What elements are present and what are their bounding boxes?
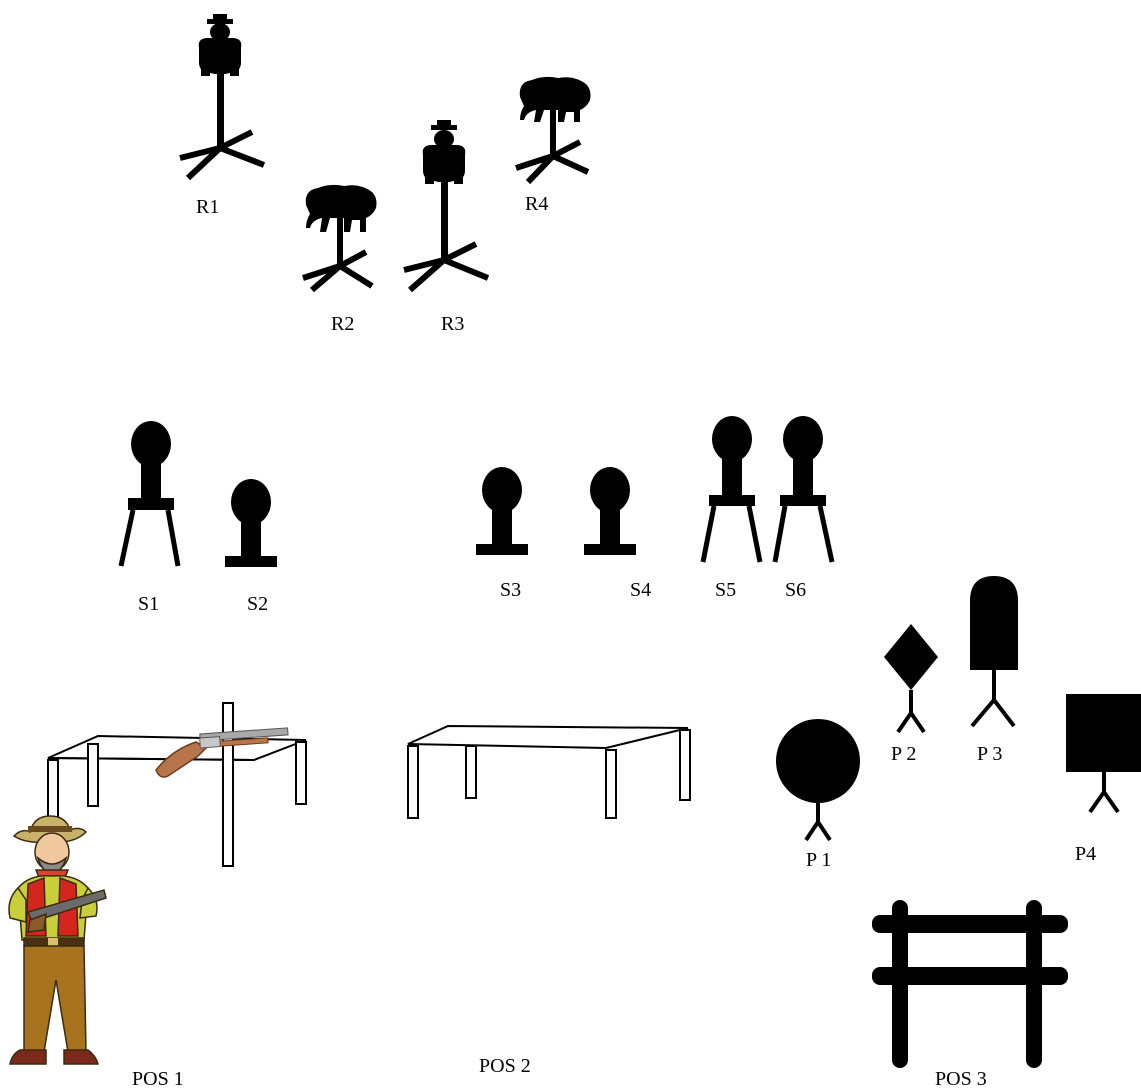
position-1-table [48, 703, 306, 866]
shotgun-target-s5 [703, 416, 760, 562]
shotgun-target-s1 [121, 421, 178, 566]
rifle-target-r3 [404, 120, 488, 290]
label-r2: R2 [331, 313, 354, 335]
pistol-target-p2 [884, 624, 938, 732]
rifle-target-r2 [303, 185, 377, 290]
label-r3: R3 [441, 313, 464, 335]
position-3-fence [872, 900, 1068, 1068]
label-p4: P4 [1075, 843, 1096, 865]
position-2-table [408, 726, 690, 818]
label-s6: S6 [785, 579, 806, 601]
shotgun-target-s6 [775, 416, 832, 562]
pistol-target-p3 [970, 576, 1018, 726]
label-pos1: POS 1 [132, 1068, 184, 1090]
label-pos2: POS 2 [479, 1055, 531, 1077]
label-pos3: POS 3 [935, 1068, 987, 1090]
label-s1: S1 [138, 593, 159, 615]
pistol-target-p1 [776, 719, 860, 840]
shotgun-target-s3 [476, 467, 528, 555]
shotgun-target-s4 [584, 467, 636, 555]
label-p3: P 3 [977, 743, 1002, 765]
label-s5: S5 [715, 579, 736, 601]
label-p2: P 2 [891, 743, 916, 765]
label-p1: P 1 [806, 849, 831, 871]
rifle-target-r4 [516, 77, 591, 182]
label-s4: S4 [630, 579, 651, 601]
label-r4: R4 [525, 193, 548, 215]
label-s2: S2 [247, 593, 268, 615]
shotgun-target-s2 [225, 479, 277, 567]
rifle-target-r1 [180, 14, 264, 178]
label-r1: R1 [196, 196, 219, 218]
label-s3: S3 [500, 579, 521, 601]
pistol-target-p4 [1066, 694, 1141, 812]
cowboy-figure-icon [9, 816, 106, 1064]
